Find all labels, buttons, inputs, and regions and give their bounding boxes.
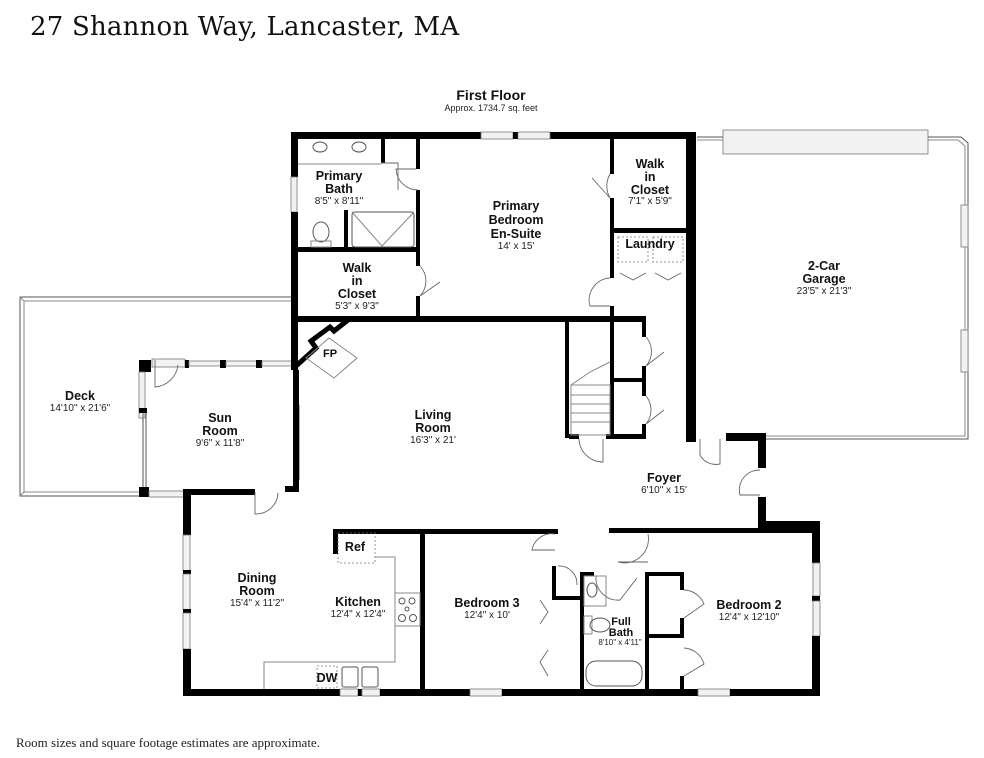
room-label-laundry: Laundry xyxy=(625,237,674,251)
refrigerator-label: Ref xyxy=(345,540,366,554)
svg-text:Bath: Bath xyxy=(609,627,634,639)
room-label-primary-bath: Primary Bath 8'5" x 8'11" xyxy=(315,169,364,207)
svg-text:Dining: Dining xyxy=(238,571,277,585)
svg-text:Laundry: Laundry xyxy=(625,237,674,251)
svg-text:Living: Living xyxy=(415,408,452,422)
room-label-walk-in-closet-2: Walk in Closet 5'3" x 9'3" xyxy=(335,261,379,312)
garage-window xyxy=(960,204,969,248)
room-label-kitchen: Kitchen 12'4" x 12'4" xyxy=(331,595,386,620)
svg-text:Bedroom: Bedroom xyxy=(489,213,544,227)
garage-window xyxy=(960,329,969,373)
svg-text:in: in xyxy=(351,274,362,288)
svg-text:Sun: Sun xyxy=(208,411,232,425)
svg-text:in: in xyxy=(644,170,655,184)
svg-text:2-Car: 2-Car xyxy=(808,259,840,273)
disclaimer-note: Room sizes and square footage estimates … xyxy=(16,735,320,750)
svg-text:Room: Room xyxy=(202,424,237,438)
svg-text:5'3" x 9'3": 5'3" x 9'3" xyxy=(335,301,379,312)
svg-text:Garage: Garage xyxy=(802,272,845,286)
svg-text:Bedroom 3: Bedroom 3 xyxy=(454,596,519,610)
svg-text:Foyer: Foyer xyxy=(647,471,681,485)
deck-outline xyxy=(19,296,292,497)
garage-door xyxy=(722,129,929,155)
svg-text:Walk: Walk xyxy=(343,261,372,275)
room-label-bedroom-3: Bedroom 3 12'4" x 10' xyxy=(454,596,519,621)
room-label-dining-room: Dining Room 15'4" x 11'2" xyxy=(230,571,285,609)
walls xyxy=(182,131,821,697)
svg-text:Walk: Walk xyxy=(636,157,665,171)
svg-text:Bath: Bath xyxy=(325,182,353,196)
room-label-primary-bedroom: Primary Bedroom En-Suite 14' x 15' xyxy=(489,199,544,252)
svg-text:Bedroom 2: Bedroom 2 xyxy=(716,598,781,612)
floor-area: Approx. 1734.7 sq. feet xyxy=(444,103,538,113)
staircase xyxy=(570,361,611,436)
room-label-bedroom-2: Bedroom 2 12'4" x 12'10" xyxy=(716,598,781,623)
dishwasher-label: DW xyxy=(317,671,338,685)
svg-text:Primary: Primary xyxy=(316,169,363,183)
svg-text:8'5" x 8'11": 8'5" x 8'11" xyxy=(315,196,364,207)
svg-text:7'1" x 5'9": 7'1" x 5'9" xyxy=(628,196,672,207)
svg-text:Room: Room xyxy=(415,421,450,435)
room-label-deck: Deck 14'10" x 21'6" xyxy=(50,389,111,414)
svg-text:16'3" x 21': 16'3" x 21' xyxy=(410,435,456,446)
room-label-full-bath: Full Bath 8'10" x 4'11" xyxy=(598,616,641,647)
room-label-garage: 2-Car Garage 23'5" x 21'3" xyxy=(797,259,852,297)
svg-text:23'5" x 21'3": 23'5" x 21'3" xyxy=(797,286,852,297)
svg-text:Closet: Closet xyxy=(631,183,670,197)
svg-text:8'10" x 4'11": 8'10" x 4'11" xyxy=(598,638,641,647)
page-title: 27 Shannon Way, Lancaster, MA xyxy=(30,12,460,42)
room-label-living-room: Living Room 16'3" x 21' xyxy=(410,408,456,446)
garage-outline xyxy=(697,129,969,440)
room-label-sun-room: Sun Room 9'6" x 11'8" xyxy=(196,411,245,449)
fireplace-label: FP xyxy=(323,348,337,360)
svg-text:14' x 15': 14' x 15' xyxy=(498,241,535,252)
fixtures: FP Ref DW xyxy=(263,141,684,689)
svg-text:6'10" x 15': 6'10" x 15' xyxy=(641,485,687,496)
svg-text:12'4" x 12'4": 12'4" x 12'4" xyxy=(331,609,386,620)
doors xyxy=(254,162,761,677)
svg-text:Closet: Closet xyxy=(338,287,377,301)
svg-text:Full: Full xyxy=(611,616,631,628)
svg-text:9'6" x 11'8": 9'6" x 11'8" xyxy=(196,438,245,449)
svg-text:12'4" x 12'10": 12'4" x 12'10" xyxy=(719,612,780,623)
room-label-walk-in-closet-1: Walk in Closet 7'1" x 5'9" xyxy=(628,157,672,207)
floor-title: First Floor xyxy=(456,87,526,103)
svg-text:Kitchen: Kitchen xyxy=(335,595,381,609)
svg-text:14'10" x 21'6": 14'10" x 21'6" xyxy=(50,403,111,414)
svg-text:12'4" x 10': 12'4" x 10' xyxy=(464,610,510,621)
svg-text:En-Suite: En-Suite xyxy=(491,227,542,241)
svg-text:Primary: Primary xyxy=(493,199,540,213)
svg-text:Deck: Deck xyxy=(65,389,95,403)
svg-text:15'4" x 11'2": 15'4" x 11'2" xyxy=(230,598,285,609)
room-label-foyer: Foyer 6'10" x 15' xyxy=(641,471,687,496)
svg-text:Room: Room xyxy=(239,584,274,598)
